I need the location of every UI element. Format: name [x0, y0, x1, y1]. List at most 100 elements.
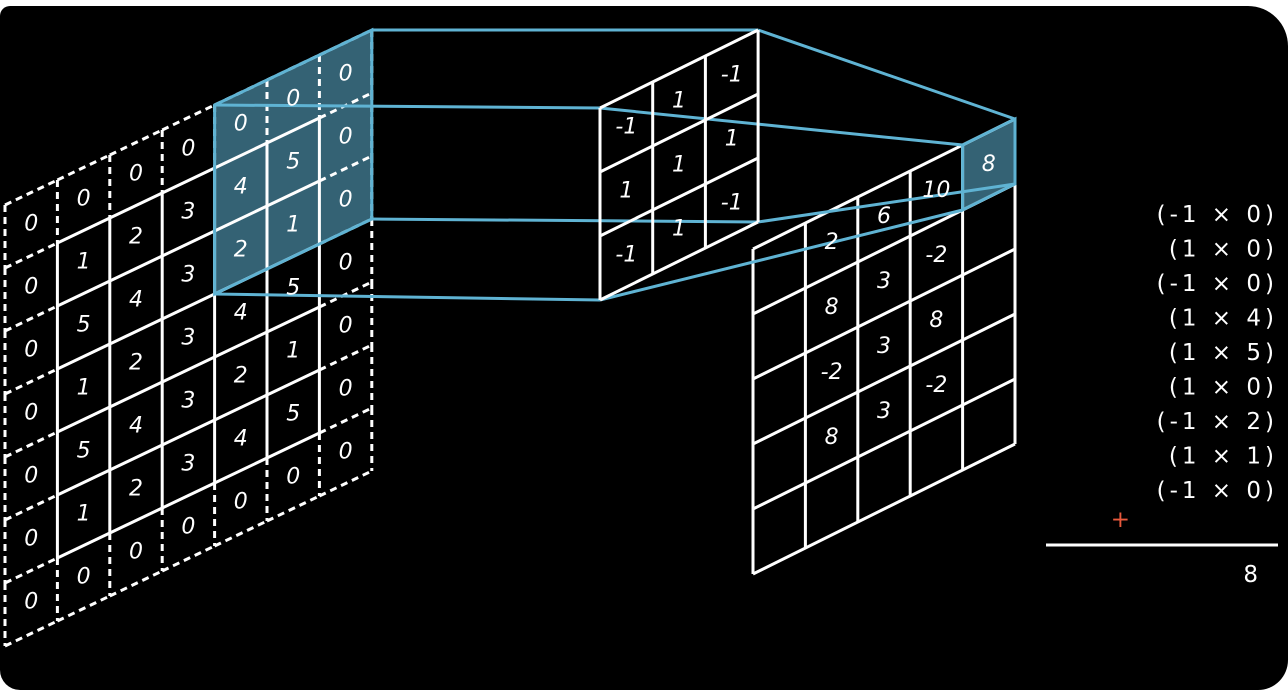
input-grid-line: [161, 544, 216, 573]
input-cell-value: 5: [286, 402, 300, 427]
kernel-cell-value: 1: [725, 127, 739, 152]
input-cell-value: 3: [181, 200, 195, 225]
equation-term: (-1 × 0): [1157, 478, 1278, 504]
input-grid-line: [266, 368, 321, 397]
output-cell-value: -2: [821, 360, 843, 385]
input-grid-line: [4, 619, 59, 648]
input-cell-value: 0: [129, 540, 143, 565]
input-grid-line: [109, 191, 163, 220]
input-cell-value: 1: [286, 213, 300, 238]
input-grid-line: [318, 280, 373, 309]
input-cell-value: 3: [181, 389, 195, 414]
kernel-cell-value: -1: [615, 243, 637, 268]
input-cell-value: 3: [181, 452, 195, 477]
input-cell-value: 0: [234, 490, 248, 515]
input-grid-line: [109, 443, 163, 472]
output-cell-value: -2: [925, 243, 947, 268]
input-grid-line: [56, 216, 111, 245]
input-grid-line: [109, 317, 163, 346]
input-cell-value: 0: [24, 401, 38, 426]
input-cell-value: 0: [234, 112, 248, 137]
equation-result: 8: [1243, 562, 1262, 588]
input-grid-line: [318, 406, 373, 435]
convolution-diagram: 0000000012345005432100123450054321001234…: [3, 27, 1017, 648]
input-cell-value: 0: [286, 87, 300, 112]
input-cell-value: 3: [181, 326, 195, 351]
output-grid-line: [752, 247, 1016, 381]
input-grid-line: [161, 103, 216, 132]
input-cell-value: 0: [339, 251, 353, 276]
input-cell-value: 5: [286, 276, 300, 301]
equation-term: (-1 × 0): [1157, 271, 1278, 297]
output-cell-value: 8: [982, 152, 996, 177]
kernel-cell-value: -1: [721, 191, 743, 216]
input-cell-value: 0: [339, 377, 353, 402]
equation-term: (1 × 1): [1169, 444, 1278, 470]
input-cell-value: 0: [24, 338, 38, 363]
input-cell-value: 0: [24, 590, 38, 615]
input-cell-value: 4: [234, 175, 248, 200]
input-grid-line: [56, 342, 111, 371]
input-grid-line: [56, 468, 111, 497]
projection-line: [214, 103, 601, 110]
input-cell-value: 0: [339, 314, 353, 339]
input-cell-value: 2: [234, 238, 248, 263]
kernel-cell-value: 1: [672, 89, 686, 114]
equation-term: (1 × 4): [1169, 306, 1278, 332]
input-cell-value: 5: [286, 150, 300, 175]
input-cell-value: 1: [286, 339, 300, 364]
input-grid-line: [161, 481, 216, 510]
input-grid-line: [266, 179, 321, 208]
input-cell-value: 5: [77, 439, 91, 464]
input-grid-line: [56, 153, 111, 182]
kernel-grid-line: [599, 92, 759, 174]
projection-line: [214, 292, 601, 302]
input-cell-value: 0: [339, 125, 353, 150]
output-grid-line: [752, 312, 1016, 446]
kernel-grid-line: [599, 156, 759, 238]
input-grid-line: [213, 456, 268, 485]
output-cell-value: 8: [825, 425, 839, 450]
input-cell-value: 4: [234, 427, 248, 452]
input-grid-line: [4, 241, 59, 270]
output-cell-value: 8: [825, 295, 839, 320]
kernel-cell-value: 1: [619, 179, 633, 204]
input-grid-line: [56, 279, 111, 308]
input-grid-line: [4, 304, 59, 333]
input-cell-value: 4: [129, 414, 143, 439]
input-grid-line: [318, 469, 373, 498]
input-grid-line: [213, 519, 268, 548]
input-grid-line: [4, 430, 59, 459]
equation-term: (1 × 5): [1169, 340, 1278, 366]
output-cell-value: 8: [929, 308, 943, 333]
input-grid-line: [161, 355, 216, 384]
input-window-highlight: [214, 30, 372, 294]
input-cell-value: 0: [24, 212, 38, 237]
input-cell-value: 1: [77, 502, 91, 527]
output-grid-line: [752, 442, 1016, 576]
output-cell-value: 2: [825, 230, 839, 255]
input-grid-line: [161, 166, 216, 195]
equation-panel: (-1 × 0) (1 × 0) (-1 × 0) (1 × 4) (1 × 5) (1 …: [1046, 202, 1278, 588]
output-cell-value: 6: [877, 204, 891, 229]
input-cell-value: 0: [181, 137, 195, 162]
input-grid-line: [4, 493, 59, 522]
input-grid-line: [109, 128, 163, 157]
input-grid-line: [4, 556, 59, 585]
input-grid-line: [56, 405, 111, 434]
kernel-cell-value: -1: [721, 63, 743, 88]
input-grid-line: [4, 367, 59, 396]
input-cell-value: 0: [339, 188, 353, 213]
kernel-cell-value: -1: [615, 115, 637, 140]
input-grid-line: [56, 531, 111, 560]
input-cell-value: 0: [181, 515, 195, 540]
input-cell-value: 0: [24, 527, 38, 552]
input-grid-line: [161, 292, 216, 321]
input-cell-value: 0: [24, 464, 38, 489]
kernel-grid-line: [599, 220, 759, 302]
input-cell-value: 1: [77, 250, 91, 275]
equation-term: (1 × 0): [1169, 237, 1278, 263]
output-cell-value: 3: [877, 399, 891, 424]
input-grid-line: [213, 330, 268, 359]
